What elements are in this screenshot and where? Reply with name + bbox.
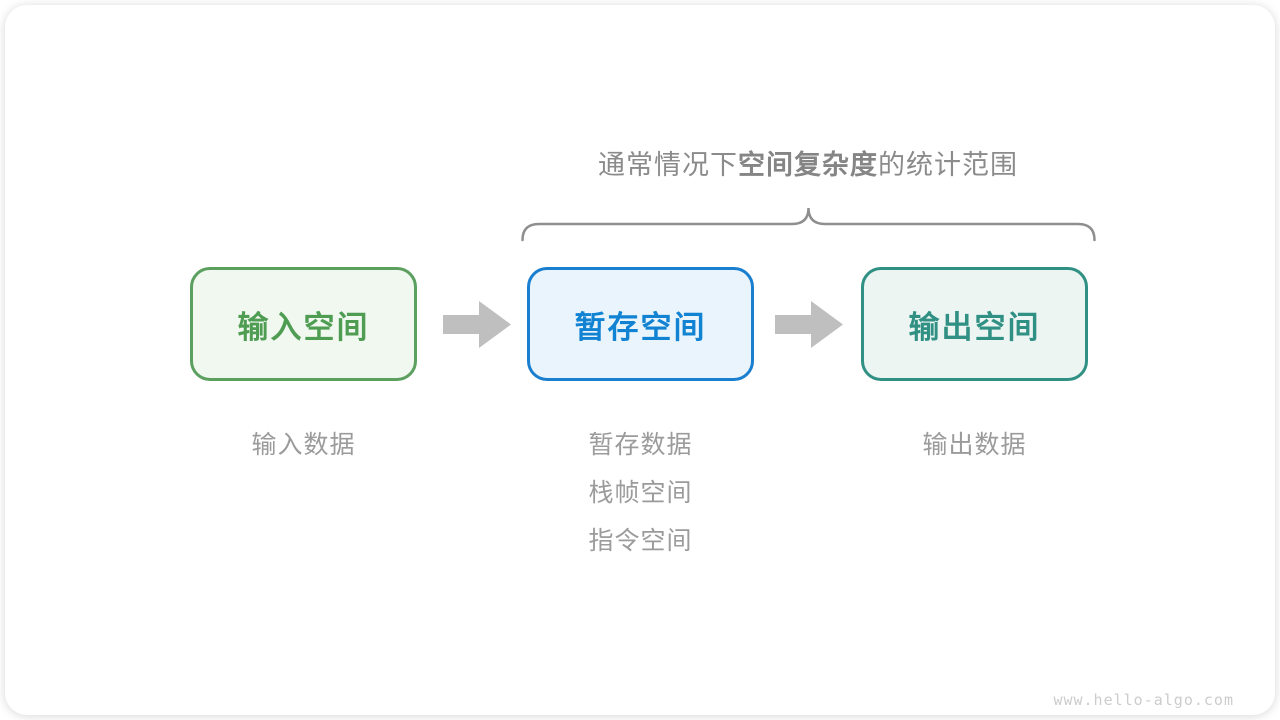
scope-caption: 通常情况下空间复杂度的统计范围 (458, 143, 1158, 182)
flow-arrow-icon (443, 301, 511, 348)
flow-arrow-icon (775, 301, 843, 348)
temporary-space-note: 暂存数据 栈帧空间 指令空间 (527, 421, 754, 565)
note-line: 输入数据 (251, 431, 356, 459)
note-line: 指令空间 (588, 527, 693, 555)
scope-caption-prefix: 通常情况下 (598, 150, 738, 180)
temporary-space-label: 暂存空间 (574, 309, 707, 345)
note-line: 输出数据 (922, 431, 1027, 459)
scope-caption-suffix: 的统计范围 (878, 150, 1018, 180)
output-space-label: 输出空间 (908, 309, 1041, 345)
scope-caption-bold: 空间复杂度 (738, 150, 878, 180)
temporary-space-box: 暂存空间 (527, 267, 754, 381)
note-line: 暂存数据 (588, 431, 693, 459)
input-space-note: 输入数据 (190, 421, 417, 469)
scope-brace (521, 207, 1096, 242)
input-space-box: 输入空间 (190, 267, 417, 381)
site-url: www.hello-algo.com (1053, 691, 1234, 709)
output-space-note: 输出数据 (861, 421, 1088, 469)
output-space-box: 输出空间 (861, 267, 1088, 381)
note-line: 栈帧空间 (588, 479, 693, 507)
input-space-label: 输入空间 (237, 309, 370, 345)
